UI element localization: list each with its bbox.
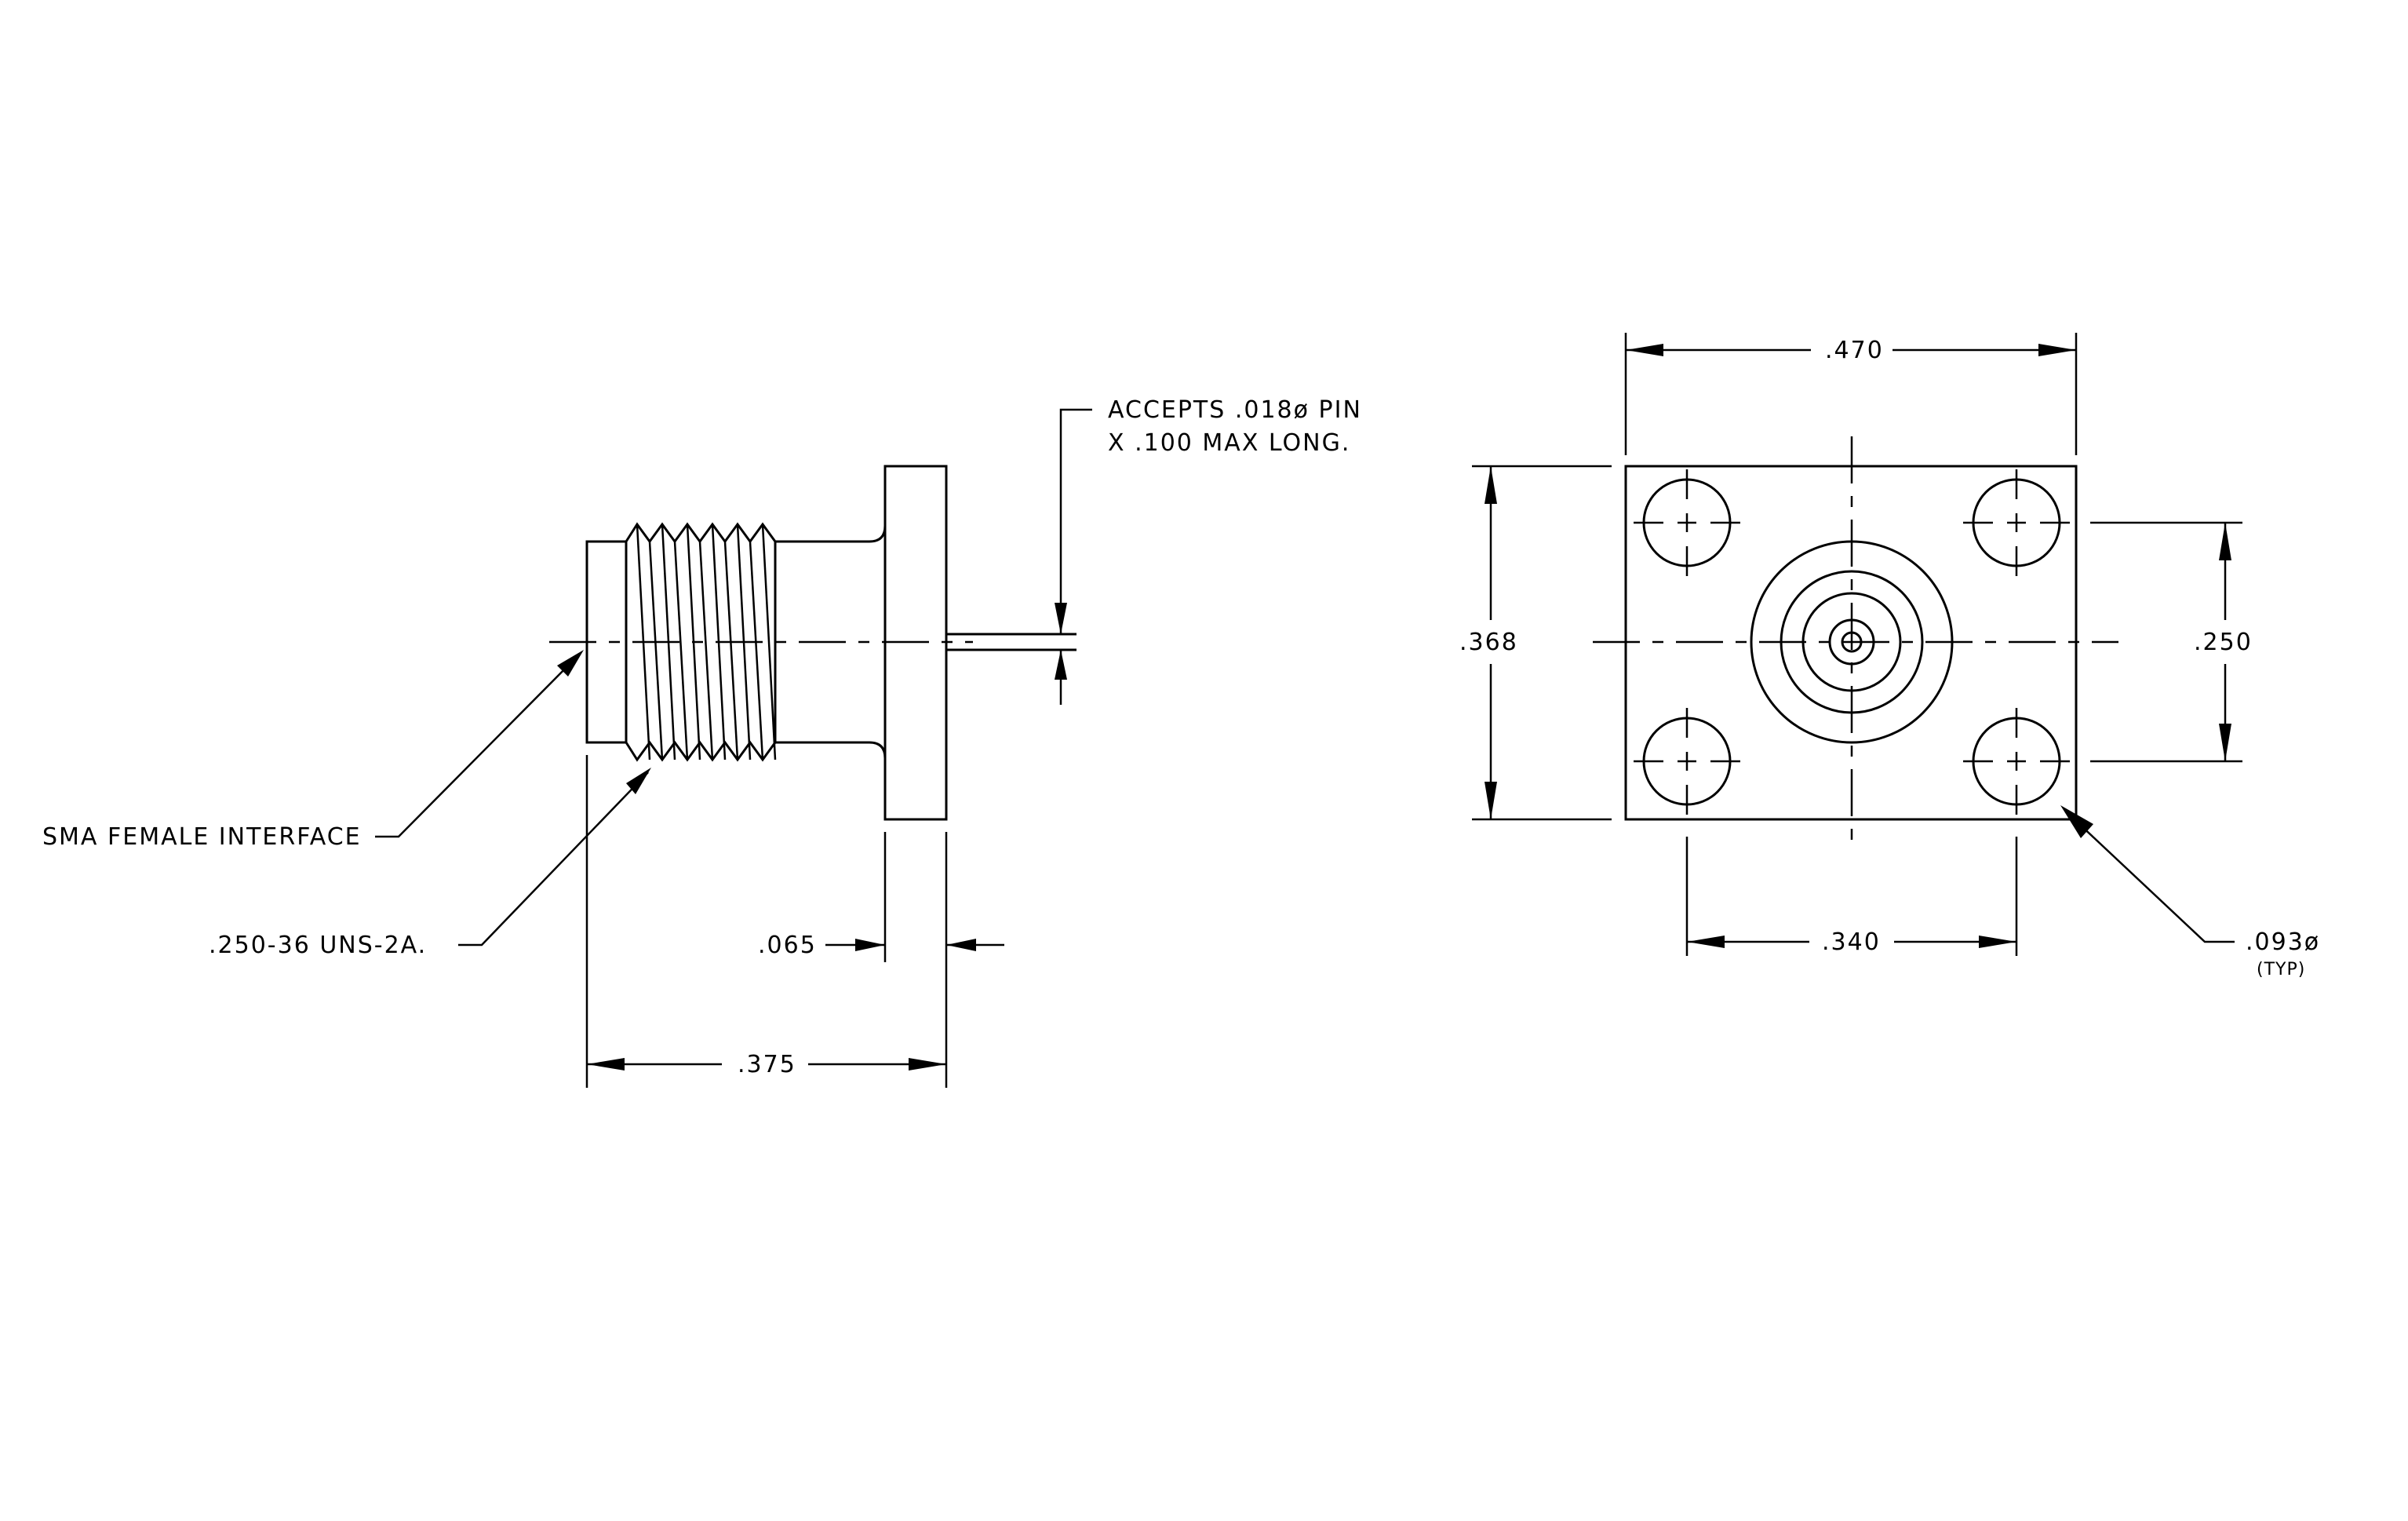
body-neck-bottom (775, 741, 887, 759)
hole-vspacing-arrow-bottom (2219, 724, 2231, 761)
height-arrow-bottom (1485, 782, 1497, 819)
thread-callout: .250-36 UNS-2A. (209, 932, 427, 959)
hole-dia-arrow (2060, 805, 2093, 838)
thread-leader (458, 771, 649, 947)
hole-hspacing-arrow-right (1979, 936, 2016, 948)
flange-dim-arrow-right (946, 939, 976, 951)
flange-dim-label: .065 (758, 932, 817, 959)
height-dim-label: .368 (1459, 629, 1518, 656)
length-dim-arrow-left (587, 1058, 625, 1071)
flange-dim-arrow-left (855, 939, 885, 951)
width-arrow-left (1626, 344, 1663, 356)
thread-arrow (626, 768, 651, 794)
pin-arrow-down (1055, 603, 1067, 634)
body-neck-top (775, 525, 887, 543)
height-arrow-top (1485, 466, 1497, 504)
hole-vspacing-label: .250 (2194, 629, 2253, 656)
pin-callout-line2: X .100 MAX LONG. (1108, 429, 1350, 457)
interface-callout: SMA FEMALE INTERFACE (42, 823, 362, 851)
width-arrow-right (2038, 344, 2076, 356)
interface-leader (375, 654, 580, 838)
hole-hspacing-arrow-left (1687, 936, 1725, 948)
hole-dia-typ: (TYP) (2257, 960, 2305, 979)
hole-vspacing-arrow-top (2219, 523, 2231, 560)
pin-arrow-up (1055, 650, 1067, 680)
pin-callout-line1: ACCEPTS .018ø PIN (1108, 396, 1362, 424)
mounting-holes (1634, 469, 2070, 815)
thread-section (625, 522, 777, 762)
hole-dia-label: .093ø (2246, 928, 2320, 956)
front-view: .470 .368 .250 .340 .093ø (TYP) (1459, 333, 2320, 979)
interface-arrow (557, 650, 584, 677)
pin-callout-leader (1059, 408, 1092, 634)
side-view: ACCEPTS .018ø PIN X .100 MAX LONG. SMA F… (42, 396, 1362, 1088)
length-dim-label: .375 (738, 1051, 796, 1078)
hole-dia-leader (2077, 822, 2235, 943)
width-dim-label: .470 (1825, 337, 1884, 364)
length-dim-arrow-right (909, 1058, 946, 1071)
hole-hspacing-label: .340 (1822, 928, 1881, 956)
